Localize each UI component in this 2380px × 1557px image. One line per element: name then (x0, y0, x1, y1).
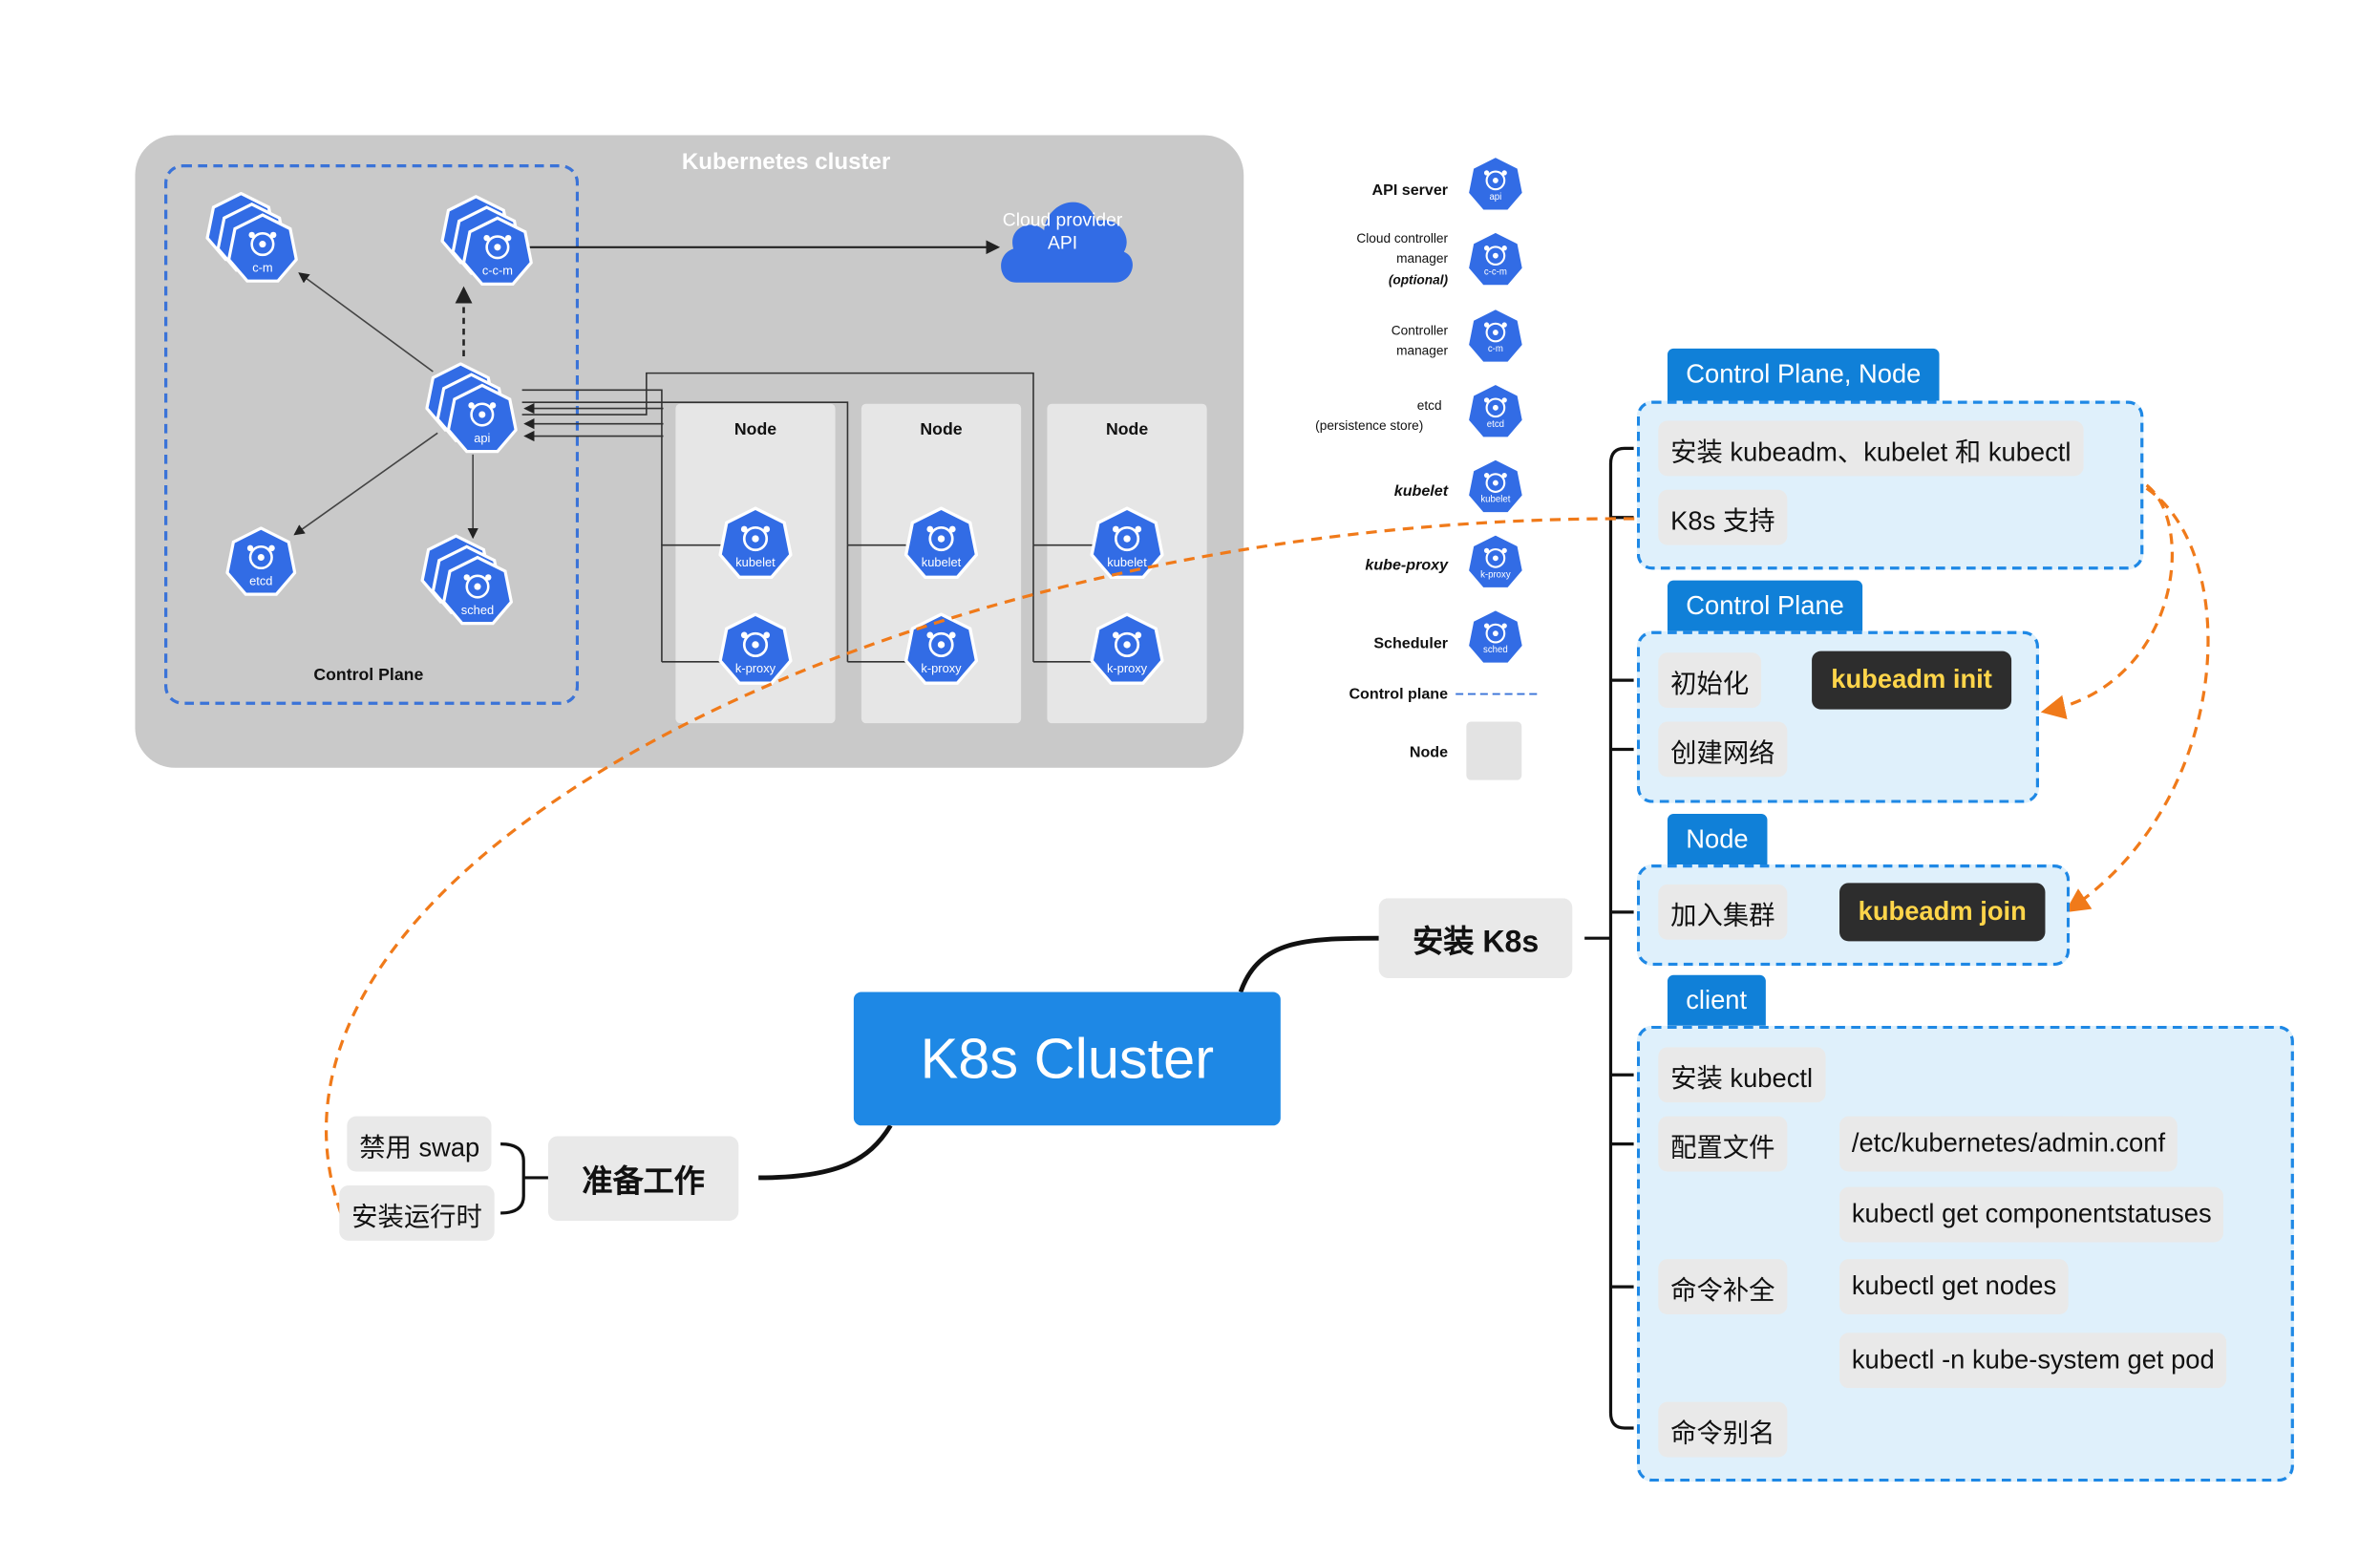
node-title-1: Node (733, 420, 777, 439)
node-title-2: Node (920, 420, 963, 439)
legend-control-plane: Control plane (1349, 686, 1449, 704)
cluster-title: Kubernetes cluster (681, 148, 891, 176)
legend-cm-label: c-m (1487, 345, 1503, 355)
command-kubeadm-init[interactable]: kubeadm init (1812, 651, 2012, 710)
item-init[interactable]: 初始化 (1658, 652, 1762, 709)
control-plane-label: Control Plane (313, 666, 424, 685)
kube-proxy-label-node-3: k-proxy (1106, 661, 1148, 676)
scheduler-icon: sched (420, 534, 513, 627)
legend-kube-proxy: kube-proxy (1365, 557, 1449, 575)
kubelet-label-node-2: kubelet (921, 555, 962, 570)
legend-etcd-line1: etcd (1416, 397, 1442, 414)
prep-node[interactable]: 准备工作 (547, 1136, 739, 1221)
item-create-network[interactable]: 创建网络 (1658, 721, 1788, 778)
group-tab-client: client (1667, 974, 1766, 1026)
legend-api-icon: api (1466, 155, 1525, 213)
cmd-get-nodes[interactable]: kubectl get nodes (1839, 1259, 2069, 1315)
cloud-controller-manager-label: c-c-m (481, 264, 513, 278)
legend-cm-line2: manager (1396, 342, 1449, 358)
legend-kubelet: kubelet (1393, 483, 1449, 501)
kube-proxy-label-node-2: k-proxy (921, 661, 962, 676)
legend-etcd-icon: etcd (1466, 382, 1525, 440)
api-server-label: api (474, 431, 491, 446)
item-install-kubeadm[interactable]: 安装 kubeadm、kubelet 和 kubectl (1658, 420, 2084, 477)
kube-proxy-icon-node-2: k-proxy (903, 612, 979, 686)
cmd-get-pod[interactable]: kubectl -n kube-system get pod (1839, 1333, 2227, 1389)
legend-kubelet-icon: kubelet (1466, 458, 1525, 516)
item-completion[interactable]: 命令补全 (1658, 1259, 1788, 1315)
legend-etcd-line2: (persistence store) (1315, 417, 1424, 434)
legend-ccm-line3: (optional) (1388, 271, 1449, 288)
kube-proxy-label-node-1: k-proxy (734, 661, 776, 676)
legend-api-label: api (1489, 193, 1502, 203)
group-tab-node: Node (1667, 813, 1767, 865)
cmd-get-componentstatuses[interactable]: kubectl get componentstatuses (1839, 1186, 2224, 1243)
legend-control-plane-line (1456, 693, 1539, 695)
legend-cm-icon: c-m (1466, 307, 1525, 366)
legend-node-swatch (1466, 721, 1522, 780)
kubelet-icon-node-2: kubelet (903, 506, 979, 580)
kube-proxy-icon-node-1: k-proxy (718, 612, 793, 686)
api-server-icon: api (425, 362, 518, 455)
item-join-cluster[interactable]: 加入集群 (1658, 884, 1788, 940)
cloud-controller-manager-icon: c-c-m (440, 195, 533, 288)
legend-cm-line1: Controller (1391, 322, 1449, 338)
kubelet-icon-node-3: kubelet (1090, 506, 1164, 580)
mindmap-root[interactable]: K8s Cluster (853, 992, 1281, 1126)
legend-etcd-label: etcd (1486, 420, 1505, 431)
prep-item-install-runtime[interactable]: 安装运行时 (339, 1184, 495, 1241)
legend-ccm-line1: Cloud controller (1356, 230, 1449, 246)
legend-node: Node (1409, 744, 1449, 762)
install-node[interactable]: 安装 K8s (1378, 898, 1573, 978)
etcd-label: etcd (249, 574, 273, 588)
command-kubeadm-join[interactable]: kubeadm join (1839, 883, 2046, 942)
group-tab-control-plane-node: Control Plane, Node (1667, 348, 1940, 401)
node-title-3: Node (1105, 420, 1149, 439)
kubelet-icon-node-1: kubelet (718, 506, 793, 580)
item-install-kubectl[interactable]: 安装 kubectl (1658, 1047, 1825, 1103)
legend-scheduler: Scheduler (1373, 635, 1449, 653)
item-k8s-support[interactable]: K8s 支持 (1658, 489, 1788, 545)
prep-item-disable-swap[interactable]: 禁用 swap (347, 1116, 493, 1172)
kubelet-label-node-1: kubelet (735, 555, 776, 570)
item-config-file[interactable]: 配置文件 (1658, 1116, 1788, 1172)
kube-proxy-icon-node-3: k-proxy (1090, 612, 1164, 686)
scheduler-label: sched (460, 603, 495, 618)
cloud-icon (1001, 202, 1133, 283)
group-tab-control-plane: Control Plane (1667, 580, 1863, 631)
legend-kube-proxy-icon: k-proxy (1466, 532, 1525, 591)
legend-ccm-icon: c-c-m (1466, 230, 1525, 288)
etcd-icon: etcd (225, 526, 297, 597)
legend-scheduler-icon: sched (1466, 608, 1525, 667)
controller-manager-icon: c-m (205, 191, 298, 284)
item-alias[interactable]: 命令别名 (1658, 1401, 1788, 1458)
controller-manager-label: c-m (252, 261, 273, 275)
control-plane-box (164, 164, 580, 705)
legend-kube-proxy-label: k-proxy (1480, 570, 1511, 581)
legend-api-server: API server (1371, 182, 1449, 200)
kubelet-label-node-3: kubelet (1107, 555, 1147, 570)
legend-kubelet-label: kubelet (1480, 496, 1511, 505)
cloud-label: Cloud provider API (1002, 208, 1123, 254)
legend-ccm-label: c-c-m (1483, 268, 1507, 278)
legend-scheduler-label: sched (1483, 646, 1508, 656)
config-path[interactable]: /etc/kubernetes/admin.conf (1839, 1116, 2178, 1172)
legend-ccm-line2: manager (1396, 250, 1449, 267)
